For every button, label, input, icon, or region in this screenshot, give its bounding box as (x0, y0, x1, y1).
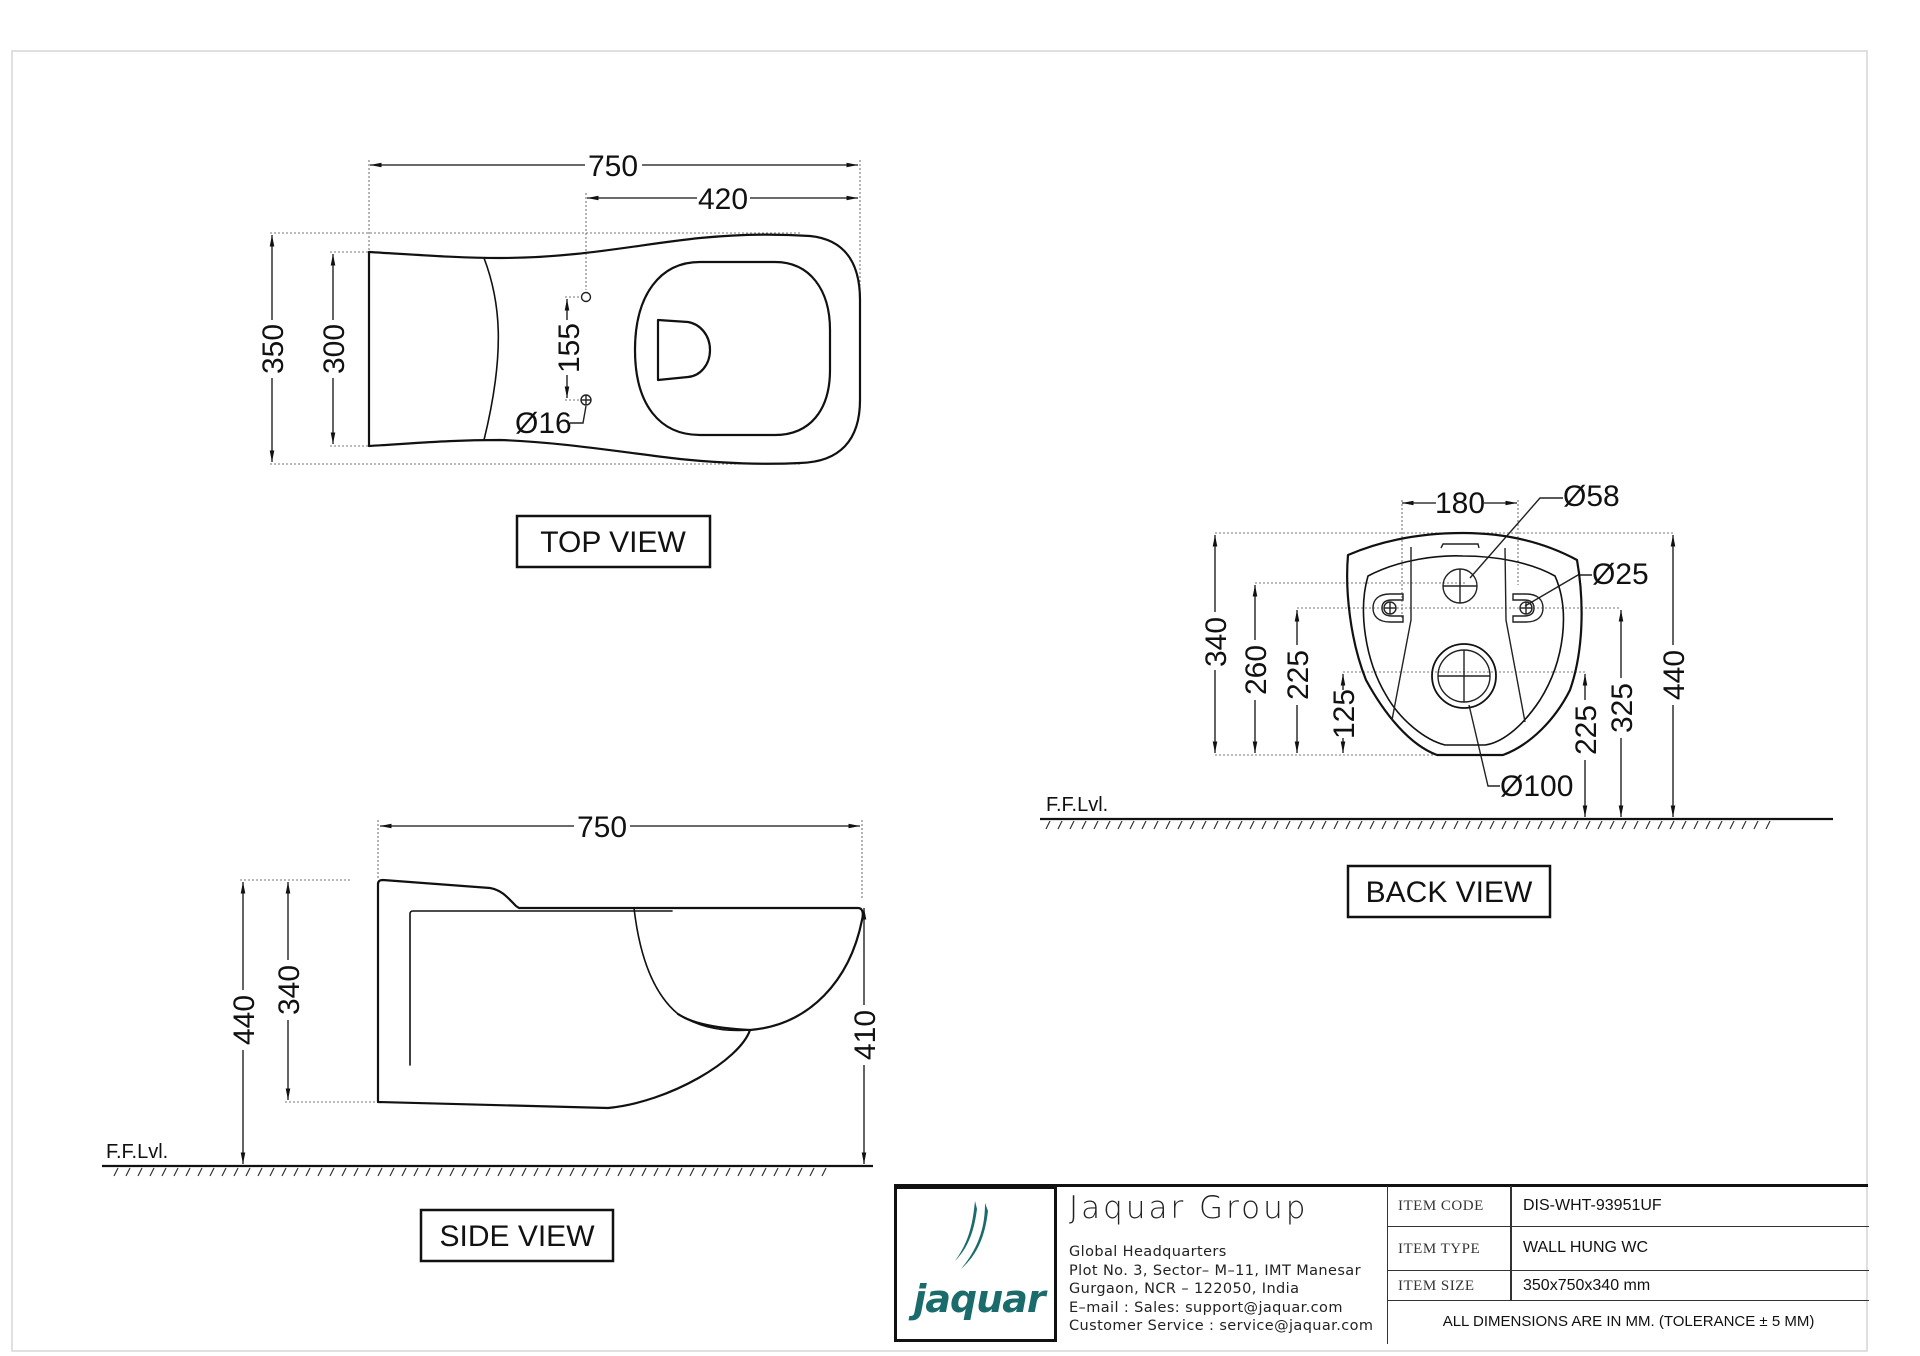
table-row-item-code: ITEM CODE DIS-WHT-93951UF (1388, 1186, 1869, 1227)
address-line: Gurgaon, NCR – 122050, India (1069, 1281, 1300, 1297)
back-dim-dia25: Ø25 (1592, 558, 1649, 591)
item-code-value: DIS-WHT-93951UF (1523, 1197, 1662, 1214)
side-floor-hatch (113, 1167, 827, 1177)
table-column-divider (1510, 1186, 1512, 1300)
item-size-value: 350x750x340 mm (1523, 1277, 1651, 1294)
top-dim-dia16: Ø16 (515, 407, 572, 440)
item-type-label: ITEM TYPE (1398, 1241, 1481, 1257)
top-dim-300: 300 (318, 324, 351, 374)
back-dim-340: 340 (1200, 617, 1233, 667)
top-dim-420: 420 (698, 183, 748, 216)
top-dim-155: 155 (553, 323, 586, 373)
back-dim-440: 440 (1658, 650, 1691, 700)
top-view: 750 420 350 300 155 Ø16 (257, 150, 862, 569)
table-row-item-type: ITEM TYPE WALL HUNG WC (1388, 1227, 1869, 1271)
side-dim-440: 440 (228, 995, 261, 1045)
title-block-top-border (894, 1184, 1868, 1187)
back-view-label: BACK VIEW (1366, 876, 1533, 909)
back-dim-225-left: 225 (1282, 650, 1315, 700)
brand-logo: jaquar (894, 1186, 1057, 1342)
side-view-label: SIDE VIEW (439, 1220, 595, 1253)
top-dim-750: 750 (588, 150, 638, 183)
side-dim-340: 340 (273, 965, 306, 1015)
table-row-item-size: ITEM SIZE 350x750x340 mm (1388, 1271, 1869, 1301)
jaquar-swoosh-icon (955, 1201, 988, 1269)
address-line: Global Headquarters (1069, 1244, 1227, 1260)
back-dim-325: 325 (1606, 683, 1639, 733)
item-info-table: ITEM CODE DIS-WHT-93951UF ITEM TYPE WALL… (1387, 1186, 1869, 1344)
sheet-border (11, 50, 1868, 1352)
side-floor-label: F.F.Lvl. (106, 1141, 168, 1163)
company-name: Jaquar Group (1069, 1190, 1309, 1226)
address-line: Customer Service : service@jaquar.com (1069, 1318, 1374, 1334)
side-view-label-box (419, 1208, 615, 1263)
tolerance-note: ALL DIMENSIONS ARE IN MM. (TOLERANCE ± 5… (1442, 1313, 1815, 1330)
item-size-label: ITEM SIZE (1398, 1278, 1475, 1294)
address-line: Plot No. 3, Sector– M–11, IMT Manesar (1069, 1262, 1361, 1279)
back-view-label-box (1346, 864, 1552, 919)
address-line: E–mail : Sales: support@jaquar.com (1069, 1299, 1343, 1316)
side-dim-410: 410 (849, 1010, 882, 1060)
top-view-label-box (515, 514, 712, 569)
back-floor-label: F.F.Lvl. (1046, 794, 1108, 816)
back-dim-180: 180 (1435, 487, 1485, 520)
logo-wordmark: jaquar (913, 1277, 1045, 1321)
back-dim-dia100: Ø100 (1500, 770, 1573, 803)
item-type-value: WALL HUNG WC (1523, 1239, 1649, 1256)
top-view-label: TOP VIEW (540, 526, 686, 559)
back-dim-225-floor: 225 (1570, 705, 1603, 755)
side-dim-750: 750 (577, 811, 627, 844)
back-dim-125: 125 (1328, 689, 1361, 739)
back-dim-260: 260 (1240, 645, 1273, 695)
side-view: 750 440 340 410 F.F.Lvl. SIDE VIEW (102, 811, 882, 1263)
back-view: 180 Ø58 Ø25 Ø100 340 260 225 125 225 325… (1040, 480, 1833, 919)
item-code-label: ITEM CODE (1398, 1198, 1484, 1214)
back-dim-dia58: Ø58 (1563, 480, 1620, 513)
back-floor-hatch (1045, 820, 1771, 830)
top-dim-350: 350 (257, 324, 290, 374)
